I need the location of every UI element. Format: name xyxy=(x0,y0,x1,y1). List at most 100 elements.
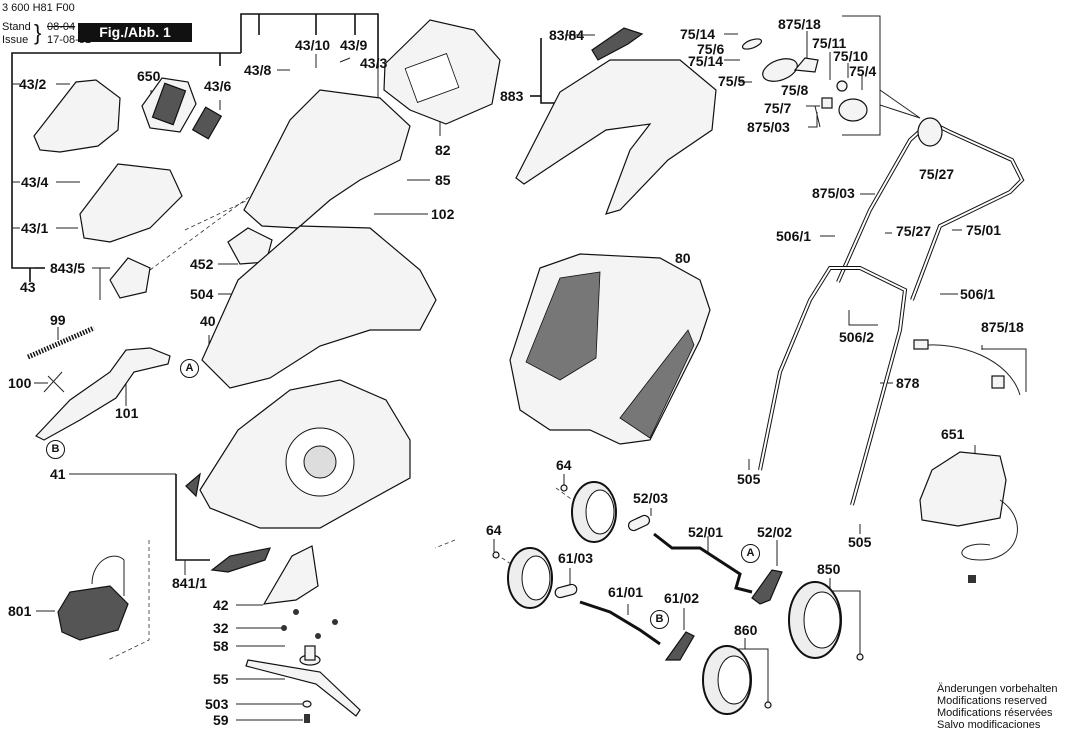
part-75-5 xyxy=(762,58,798,82)
label-505-left: 505 xyxy=(737,471,761,487)
note-line-es: Salvo modificaciones xyxy=(937,719,1041,731)
part-801-motor xyxy=(57,585,129,641)
part-55-blade xyxy=(245,659,361,717)
part-101-lever xyxy=(35,347,171,441)
label-55: 55 xyxy=(213,671,229,687)
label-102: 102 xyxy=(431,206,455,222)
part-43-6 xyxy=(191,106,223,140)
old-date: 08-04 xyxy=(47,21,76,33)
wheel-rear-left xyxy=(571,481,617,543)
label-82: 82 xyxy=(435,142,451,158)
label-43: 43 xyxy=(20,279,36,295)
part-883-cover xyxy=(515,59,717,215)
label-650: 650 xyxy=(137,68,161,84)
label-878: 878 xyxy=(896,375,920,391)
part-64-washer-a xyxy=(560,484,568,492)
label-61-02: 61/02 xyxy=(664,590,700,606)
label-32: 32 xyxy=(213,620,229,636)
bracket-43 xyxy=(240,13,379,68)
label-503: 503 xyxy=(205,696,229,712)
label-75-5: 75/5 xyxy=(718,73,746,89)
label-75-4: 75/4 xyxy=(849,63,877,79)
label-875-03-handle: 875/03 xyxy=(812,185,855,201)
reference-marker-b-lower: B xyxy=(650,610,669,629)
label-875-18-cable: 875/18 xyxy=(981,319,1024,335)
label-75-7: 75/7 xyxy=(764,100,792,116)
part-841-1-deflector xyxy=(210,547,271,573)
wheel-front-left xyxy=(507,547,553,609)
label-505-right: 505 xyxy=(848,534,872,550)
part-52-01-axle xyxy=(653,532,753,594)
label-64-bottom: 64 xyxy=(486,522,502,538)
reference-marker-b-left: B xyxy=(46,440,65,459)
part-43-1-holder xyxy=(79,163,183,243)
label-75-14-top: 75/14 xyxy=(680,26,716,42)
wheel-860 xyxy=(702,645,752,715)
label-43-4: 43/4 xyxy=(21,174,49,190)
part-59-bolt xyxy=(304,714,310,723)
part-99-spring xyxy=(26,325,96,360)
label-52-01: 52/01 xyxy=(688,524,724,540)
label-64-top: 64 xyxy=(556,457,572,473)
label-43-2: 43/2 xyxy=(19,76,47,92)
issue-label: Issue xyxy=(2,34,29,46)
part-843-5 xyxy=(109,257,151,299)
label-61-01: 61/01 xyxy=(608,584,644,600)
bracket-43-left xyxy=(11,52,241,269)
label-841-1: 841/1 xyxy=(172,575,208,591)
label-43-8: 43/8 xyxy=(244,62,272,78)
brace-icon: } xyxy=(34,20,42,45)
part-52-02-lever xyxy=(751,569,783,605)
label-75-27-mid: 75/27 xyxy=(896,223,932,239)
label-875-03-top: 875/03 xyxy=(747,119,790,135)
part-651-charger xyxy=(919,451,1007,527)
label-59: 59 xyxy=(213,712,229,728)
part-43-2-cover xyxy=(33,79,121,153)
label-75-11: 75/11 xyxy=(812,35,847,51)
note-line-en: Modifications reserved xyxy=(937,695,1048,707)
label-43-1: 43/1 xyxy=(21,220,49,236)
label-75-27-top: 75/27 xyxy=(919,166,955,182)
document-number: 3 600 H81 F00 xyxy=(2,2,75,14)
label-43-3: 43/3 xyxy=(360,55,388,71)
label-40: 40 xyxy=(200,313,216,329)
reference-marker-a-lower: A xyxy=(741,544,760,563)
label-651: 651 xyxy=(941,426,965,442)
label-883: 883 xyxy=(500,88,524,104)
label-860: 860 xyxy=(734,622,758,638)
label-61-03: 61/03 xyxy=(558,550,594,566)
label-43-6: 43/6 xyxy=(204,78,232,94)
note-line-fr: Modifications réservées xyxy=(937,707,1053,719)
label-75-01: 75/01 xyxy=(966,222,1002,238)
label-506-2: 506/2 xyxy=(839,329,875,345)
label-99: 99 xyxy=(50,312,66,328)
label-850: 850 xyxy=(817,561,841,577)
label-43-9: 43/9 xyxy=(340,37,368,53)
part-40-deck xyxy=(201,225,437,389)
modifications-note: Änderungen vorbehalten Modifications res… xyxy=(937,683,1057,731)
part-64-washer-b xyxy=(492,551,500,559)
label-75-6: 75/6 xyxy=(697,41,725,57)
label-83-84: 83/84 xyxy=(549,27,585,43)
label-75-10: 75/10 xyxy=(833,48,869,64)
lid-grid xyxy=(404,53,460,103)
label-58: 58 xyxy=(213,638,229,654)
part-61-03 xyxy=(554,583,578,599)
part-75-4 xyxy=(838,98,868,122)
label-75-14-mid: 75/14 xyxy=(688,53,724,69)
label-506-1-right: 506/1 xyxy=(960,286,996,302)
label-801: 801 xyxy=(8,603,32,619)
part-83-84-grip xyxy=(591,27,644,61)
label-80: 80 xyxy=(675,250,691,266)
label-43-10: 43/10 xyxy=(295,37,331,53)
part-75-6 xyxy=(741,38,763,50)
part-52-03 xyxy=(627,514,651,532)
part-875-18-switch xyxy=(793,57,819,73)
label-41: 41 xyxy=(50,466,66,482)
label-875-18-top: 875/18 xyxy=(778,16,821,32)
wheel-850 xyxy=(788,581,842,659)
label-52-03: 52/03 xyxy=(633,490,669,506)
part-650-grip xyxy=(151,82,187,126)
part-75-10 xyxy=(836,80,848,92)
